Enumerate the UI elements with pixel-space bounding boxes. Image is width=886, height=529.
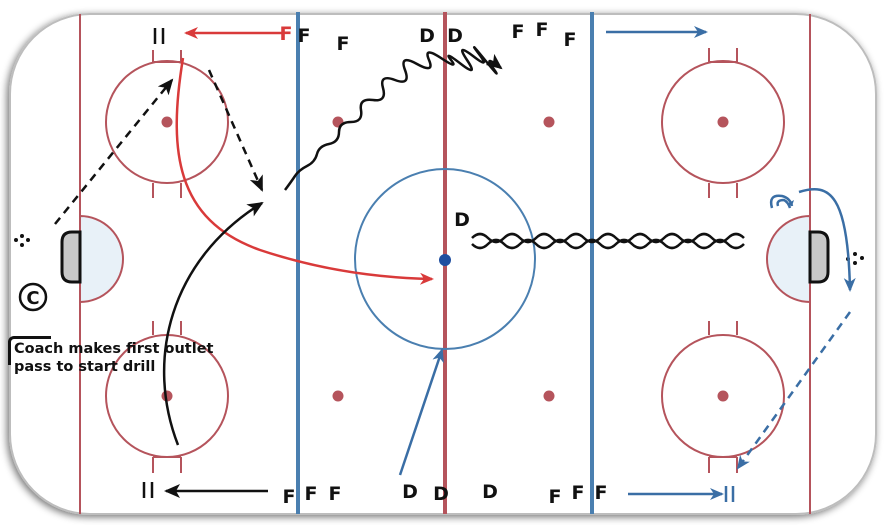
cone-bottom-left-icon (142, 482, 154, 498)
center-faceoff-dot (439, 254, 451, 266)
black-skate-curve (162, 201, 264, 446)
player-defense-top: D (419, 25, 435, 47)
player-forward-bottom: F (595, 482, 608, 504)
red-skate-path (175, 57, 434, 285)
note-line-1: Coach makes first outlet (14, 341, 214, 357)
player-defense-bottom: D (433, 483, 449, 505)
center-circle (354, 168, 536, 350)
blue-pivot-icon (769, 194, 794, 209)
left-pucks-icon (14, 234, 30, 247)
faceoff-dot-right-top (717, 116, 729, 128)
neutral-dot-br (543, 390, 555, 402)
player-forward-top: F (337, 33, 350, 55)
cone-bottom-right-icon (724, 486, 735, 502)
player-forward-top: F (536, 19, 549, 41)
faceoff-dot-right-bottom (717, 390, 729, 402)
coach-outlet-pass (54, 78, 174, 225)
right-goal-crease (766, 214, 811, 304)
player-forward-top: F (298, 25, 311, 47)
svg-text:C: C (26, 288, 39, 309)
coach-instruction-note: Coach makes first outlet pass to start d… (14, 340, 284, 376)
player-forward-bottom: F (305, 483, 318, 505)
player-forward-bottom: F (329, 483, 342, 505)
player-defense-center: D (454, 209, 470, 231)
double-wavy-backskate (471, 232, 745, 250)
coach-icon: C (18, 282, 48, 312)
blue-skate-around-net (798, 187, 856, 292)
blue-pivot-arrowhead (787, 200, 794, 206)
player-defense-top: D (447, 25, 463, 47)
cone-top-left-icon (153, 28, 165, 44)
neutral-dot-tr (543, 116, 555, 128)
puck-carry-wavy-top (283, 46, 503, 191)
faceoff-circle-right-top (661, 48, 785, 198)
player-defense-bottom: D (402, 481, 418, 503)
faceoff-circle-left-top (105, 50, 229, 198)
player-forward-bottom: F (283, 486, 296, 508)
left-net (60, 230, 82, 284)
player-forward-top: F (280, 23, 293, 45)
player-forward-top: F (564, 29, 577, 51)
note-bracket (8, 336, 51, 365)
right-pucks-icon (846, 252, 864, 265)
note-line-2: pass to start drill (14, 359, 156, 375)
blue-d-path (398, 348, 444, 476)
player-forward-bottom: F (572, 482, 585, 504)
dashed-pass-down (207, 69, 264, 192)
right-net (808, 230, 830, 284)
blue-dashed-pass (736, 311, 852, 470)
left-goal-crease (79, 214, 124, 304)
faceoff-dot-left-top (161, 116, 173, 128)
player-forward-top: F (512, 21, 525, 43)
player-forward-bottom: F (549, 486, 562, 508)
neutral-dot-bl (332, 390, 344, 402)
player-defense-bottom: D (482, 481, 498, 503)
